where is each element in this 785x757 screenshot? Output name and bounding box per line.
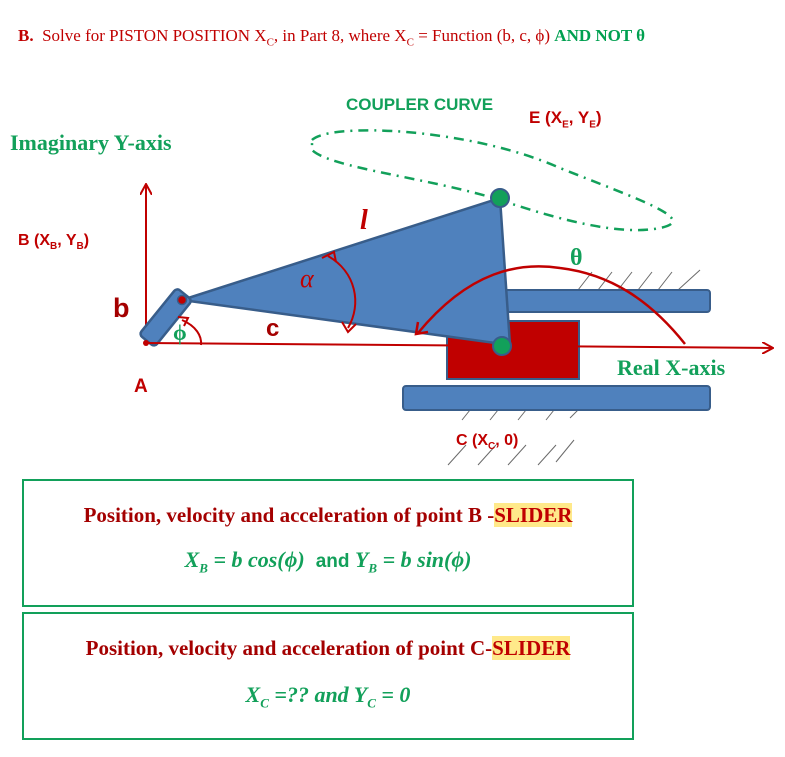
joint-e (490, 188, 510, 208)
label-l: l (360, 205, 368, 236)
mechanism-diagram (139, 129, 785, 466)
imaginary-axis-label: Imaginary Y-axis (10, 130, 172, 155)
point-e-label: E (XE, YE) (529, 108, 602, 131)
point-b-equation: XB = b cos(ϕ) and YB = b sin(ϕ) (184, 547, 472, 576)
guide-rail-bottom (402, 385, 711, 411)
slider-block (446, 320, 580, 380)
ground-hatch-bottom (447, 409, 579, 466)
label-phi: ϕ (173, 320, 187, 345)
joint-a (143, 340, 149, 346)
point-b-equations-box: Position, velocity and acceleration of p… (22, 479, 634, 607)
point-b-label: B (XB, YB) (18, 232, 90, 253)
real-x-axis (145, 343, 772, 348)
point-c-box-title: Position, velocity and acceleration of p… (85, 636, 571, 660)
label-a: A (134, 376, 148, 397)
point-b-box-title: Position, velocity and acceleration of p… (83, 503, 573, 527)
label-b: b (113, 293, 130, 323)
coupler-curve (310, 129, 674, 232)
label-theta: θ (570, 245, 583, 271)
point-c-equation: XC =?? and YC = 0 (245, 682, 411, 711)
joint-c (492, 336, 512, 356)
real-axis-label: Real X-axis (617, 355, 726, 380)
point-c-label: C (XC, 0) (456, 432, 519, 453)
header-text: B. Solve for PISTON POSITION XC, in Part… (18, 26, 646, 49)
guide-rail-top (499, 289, 711, 313)
label-alpha: α (300, 264, 314, 293)
theta-arc (417, 265, 686, 345)
slider-highlight-b: SLIDER (494, 503, 573, 527)
slider-highlight-c: SLIDER (492, 636, 571, 660)
point-c-equations-box: Position, velocity and acceleration of p… (22, 612, 634, 740)
coupler-curve-label: COUPLER CURVE (346, 95, 494, 114)
ground-hatch-top (577, 269, 701, 291)
header-emphasis: AND NOT θ (554, 26, 646, 45)
joint-b (176, 294, 188, 306)
label-c: c (266, 315, 280, 342)
